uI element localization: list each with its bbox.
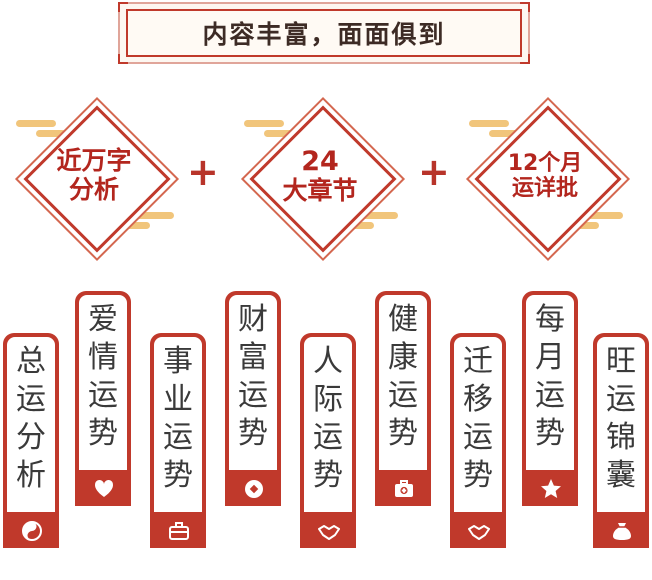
card-wealth-fortune: 财 富 运 势 — [225, 291, 281, 506]
card-relocation-fortune: 迁 移 运 势 — [450, 333, 506, 548]
feature-diamond-1: 近万字 分析 — [12, 94, 176, 258]
cloud-decoration — [489, 130, 519, 137]
card-overall-fortune: 总 运 分 析 — [3, 333, 59, 548]
coin-icon — [243, 478, 265, 500]
medical-kit-icon — [393, 478, 415, 500]
diamond-line-1: 12个月 — [507, 150, 583, 176]
heart-icon — [93, 478, 115, 500]
feature-diamond-2: 24 大章节 — [238, 94, 402, 258]
cloud-decoration — [579, 212, 623, 219]
pouch-icon — [611, 520, 633, 542]
card-career-fortune: 事 业 运 势 — [150, 333, 206, 548]
card-lucky-pouch: 旺 运 锦 囊 — [593, 333, 649, 548]
cloud-decoration — [36, 130, 66, 137]
cloud-decoration — [469, 120, 509, 127]
yin-yang-icon — [21, 520, 43, 542]
cloud-decoration — [354, 212, 398, 219]
page-title: 内容丰富，面面俱到 — [202, 20, 446, 49]
cloud-decoration — [344, 222, 374, 229]
diamond-line-1: 24 — [301, 146, 339, 178]
star-icon — [540, 478, 562, 500]
diamond-line-1: 近万字 — [56, 146, 132, 176]
cloud-decoration — [120, 222, 150, 229]
feature-diamond-3: 12个月 运详批 — [463, 94, 627, 258]
card-health-fortune: 健 康 运 势 — [375, 291, 431, 506]
cloud-decoration — [16, 120, 56, 127]
plus-sign: + — [418, 150, 450, 194]
handshake-icon — [318, 520, 340, 542]
cloud-decoration — [264, 130, 294, 137]
handshake-icon — [468, 520, 490, 542]
card-social-fortune: 人 际 运 势 — [300, 333, 356, 548]
diamond-line-2: 大章节 — [282, 176, 358, 206]
cloud-decoration — [130, 212, 174, 219]
diamond-line-2: 运详批 — [511, 176, 578, 201]
briefcase-icon — [168, 520, 190, 542]
plus-sign: + — [187, 150, 219, 194]
card-love-fortune: 爱 情 运 势 — [75, 291, 131, 506]
card-monthly-fortune: 每 月 运 势 — [522, 291, 578, 506]
title-banner: 内容丰富，面面俱到 — [118, 2, 530, 64]
cloud-decoration — [569, 222, 599, 229]
diamond-line-2: 分析 — [68, 175, 119, 204]
cloud-decoration — [244, 120, 284, 127]
